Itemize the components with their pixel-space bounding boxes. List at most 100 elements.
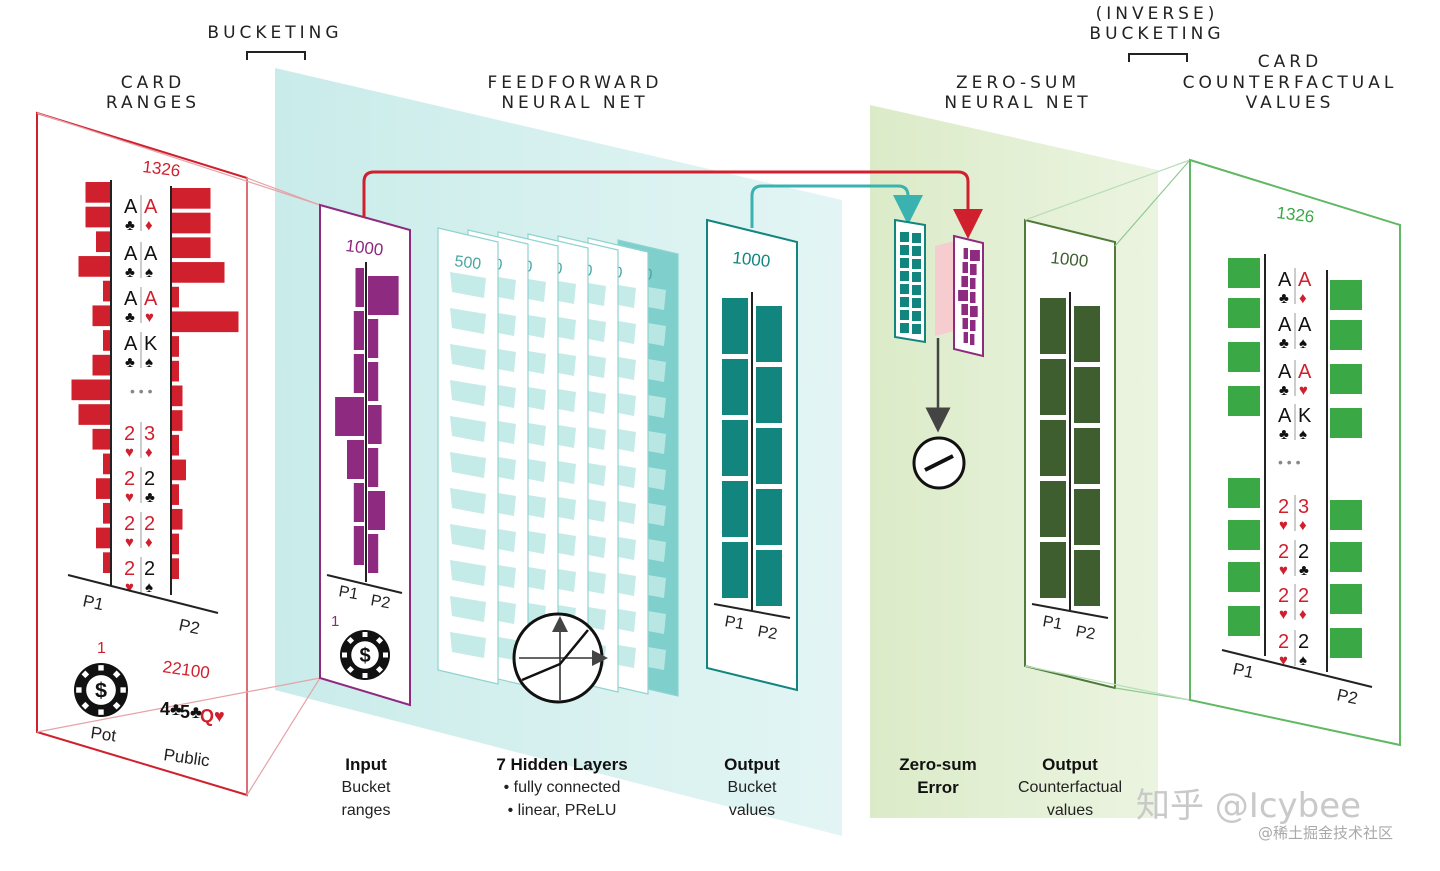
svg-text:BUCKETING: BUCKETING bbox=[1089, 24, 1224, 44]
range-bar-p2 bbox=[172, 311, 239, 333]
svg-text:3: 3 bbox=[144, 423, 155, 445]
svg-text:♦: ♦ bbox=[145, 534, 153, 551]
cfv-output-count: 1000 bbox=[1050, 248, 1090, 271]
svg-text:$: $ bbox=[95, 677, 107, 702]
pot-label: Pot bbox=[89, 723, 117, 745]
output-panel-count: 1000 bbox=[732, 248, 772, 271]
svg-text:♣: ♣ bbox=[1279, 290, 1289, 307]
prelu-activation-icon bbox=[512, 612, 608, 704]
input-bar-p2 bbox=[368, 491, 385, 530]
header-zero-sum: ZERO-SUM NEURAL NET bbox=[944, 73, 1087, 113]
svg-text:♦: ♦ bbox=[1299, 290, 1307, 307]
zhihu-watermark: 知乎 @Icybee bbox=[1136, 786, 1362, 826]
output-bar-p1 bbox=[722, 420, 748, 476]
output-bar-p2 bbox=[756, 489, 782, 545]
card-ranges-ellipsis: • • • bbox=[130, 383, 153, 399]
cfv-bar-p1 bbox=[1228, 562, 1260, 592]
header-bucketing: BUCKETING bbox=[207, 23, 339, 60]
svg-text:♣: ♣ bbox=[1279, 382, 1289, 399]
input-pot-chip-icon: $ bbox=[340, 630, 390, 680]
svg-text:Counterfactual: Counterfactual bbox=[1018, 779, 1122, 796]
output-bar-p2 bbox=[756, 550, 782, 606]
svg-text:♥: ♥ bbox=[125, 444, 134, 461]
input-bar-p1 bbox=[353, 526, 364, 565]
card-ranges-p2: P2 bbox=[177, 615, 201, 638]
svg-text:Zero-sum: Zero-sum bbox=[899, 755, 976, 774]
svg-text:$: $ bbox=[359, 645, 370, 667]
svg-text:A: A bbox=[1298, 269, 1312, 291]
cfv-output-bar-p2 bbox=[1074, 489, 1100, 545]
output-p2: P2 bbox=[756, 623, 778, 643]
svg-text:3: 3 bbox=[1298, 496, 1309, 518]
range-bar-p1 bbox=[85, 182, 110, 203]
svg-text:A: A bbox=[124, 196, 138, 218]
juejin-watermark: @稀土掘金技术社区 bbox=[1258, 824, 1394, 842]
header-card-cfv: CARD COUNTERFACTUAL VALUES bbox=[1183, 52, 1394, 113]
svg-text:♦: ♦ bbox=[1299, 606, 1307, 623]
svg-text:(INVERSE): (INVERSE) bbox=[1096, 4, 1219, 24]
output-bar-p2 bbox=[756, 428, 782, 484]
svg-text:2: 2 bbox=[1278, 496, 1289, 518]
cfv-bar-p2 bbox=[1330, 542, 1362, 572]
svg-text:♣: ♣ bbox=[125, 264, 135, 281]
card-cfv-p2: P2 bbox=[1335, 685, 1359, 708]
svg-text:A: A bbox=[144, 196, 158, 218]
svg-text:♥: ♥ bbox=[1279, 652, 1288, 669]
input-bar-p1 bbox=[347, 440, 364, 479]
header-feedforward: FEEDFORWARD NEURAL NET bbox=[487, 73, 658, 113]
range-bar-p1 bbox=[103, 552, 110, 573]
card-cfv-count: 1326 bbox=[1276, 203, 1316, 226]
svg-text:2: 2 bbox=[144, 468, 155, 490]
public-cards: 4♣ 5♣ Q♥ bbox=[160, 699, 225, 726]
svg-text:2: 2 bbox=[1298, 631, 1309, 653]
range-bar-p1 bbox=[103, 502, 110, 524]
range-bar-p2 bbox=[172, 459, 186, 481]
card-ranges-bars bbox=[71, 180, 239, 595]
range-bar-p2 bbox=[172, 286, 179, 308]
output-bar-p2 bbox=[756, 367, 782, 423]
cfv-output-bar-p1 bbox=[1040, 542, 1066, 598]
card-ranges-count: 1326 bbox=[142, 157, 182, 180]
svg-text:2: 2 bbox=[1298, 541, 1309, 563]
range-bar-p2 bbox=[172, 484, 179, 505]
range-bar-p2 bbox=[172, 237, 211, 259]
range-bar-p2 bbox=[172, 188, 211, 209]
svg-text:2: 2 bbox=[1278, 585, 1289, 607]
svg-text:♣: ♣ bbox=[125, 354, 135, 371]
cfv-output-bar-p2 bbox=[1074, 306, 1100, 362]
svg-text:• linear, PReLU: • linear, PReLU bbox=[508, 802, 617, 819]
svg-text:K: K bbox=[144, 333, 158, 355]
cfv-bar-p1 bbox=[1228, 606, 1260, 636]
cfv-output-bar-p2 bbox=[1074, 550, 1100, 606]
svg-text:♠: ♠ bbox=[1299, 426, 1307, 443]
input-bar-p2 bbox=[368, 276, 399, 315]
range-bar-p2 bbox=[172, 508, 183, 530]
range-bar-p1 bbox=[103, 453, 110, 475]
card-cfv-hands: A♣A♦A♣A♠A♣A♥A♣K♠2♥3♦2♥2♣2♥2♦2♥2♠ bbox=[1278, 268, 1312, 669]
svg-text:RANGES: RANGES bbox=[106, 93, 200, 113]
svg-text:Error: Error bbox=[917, 778, 959, 797]
input-bar-p1 bbox=[353, 311, 364, 350]
svg-text:♠: ♠ bbox=[1299, 335, 1307, 352]
cfv-output-p2: P2 bbox=[1074, 623, 1096, 643]
svg-text:♦: ♦ bbox=[1299, 517, 1307, 534]
range-bar-p1 bbox=[92, 428, 110, 450]
input-bar-p2 bbox=[368, 534, 379, 573]
svg-text:♥: ♥ bbox=[125, 579, 134, 596]
svg-text:A: A bbox=[1278, 405, 1292, 427]
cfv-bar-p2 bbox=[1330, 408, 1362, 438]
range-bar-p1 bbox=[71, 379, 110, 401]
svg-text:VALUES: VALUES bbox=[1246, 93, 1335, 113]
svg-text:♠: ♠ bbox=[145, 264, 153, 281]
svg-text:A: A bbox=[1278, 269, 1292, 291]
input-bar-p1 bbox=[355, 268, 364, 307]
svg-text:A: A bbox=[1298, 361, 1312, 383]
range-bar-p2 bbox=[172, 212, 211, 234]
caption-hidden-layers: 7 Hidden Layers • fully connected • line… bbox=[496, 755, 627, 819]
caption-output: Output Bucket values bbox=[724, 755, 780, 819]
output-bar-p2 bbox=[756, 306, 782, 362]
input-bar-p2 bbox=[368, 448, 379, 487]
zero-sum-teal-cells bbox=[900, 232, 921, 334]
caption-output-cfv: Output Counterfactual values bbox=[1018, 755, 1122, 819]
